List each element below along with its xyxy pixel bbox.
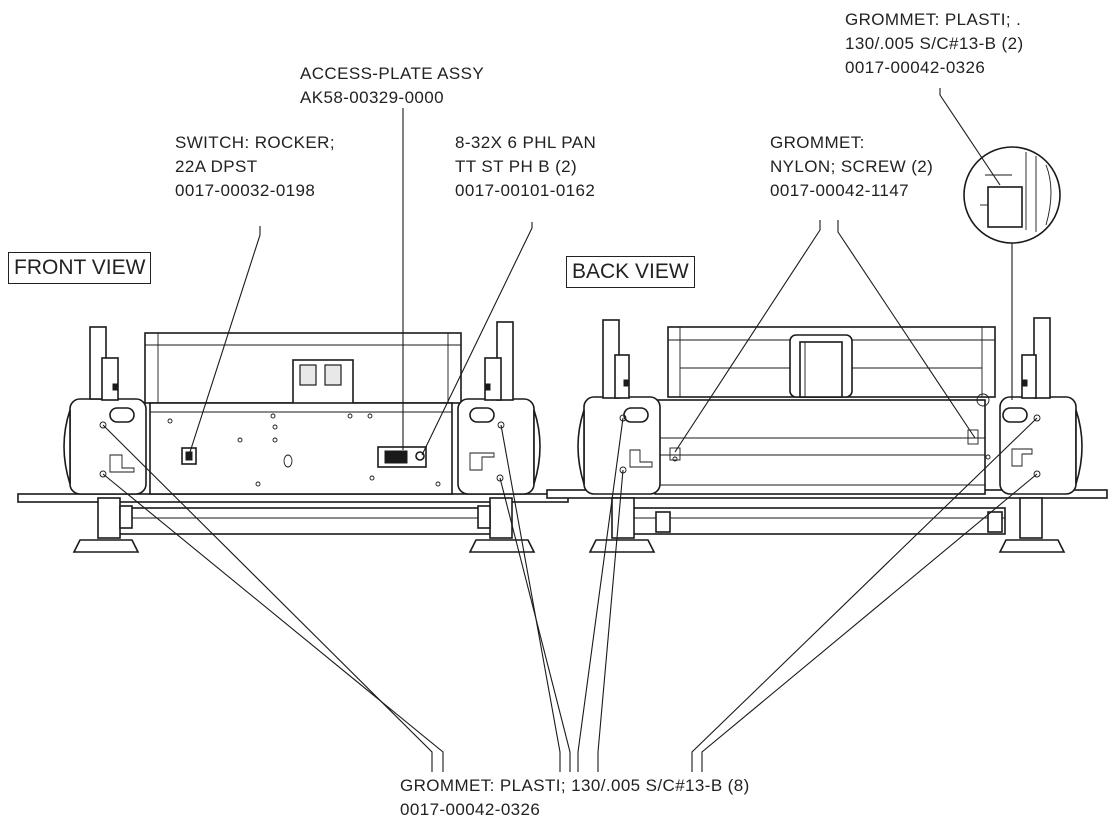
callout-line: ACCESS-PLATE ASSY [300,64,485,83]
callout-grommet-bottom: GROMMET: PLASTI; 130/.005 S/C#13-B (8) 0… [400,774,750,822]
callout-line: TT ST PH B (2) [455,157,578,176]
front-view-machine [17,321,569,553]
callout-line: 0017-00032-0198 [175,181,316,200]
callout-line: GROMMET: [770,133,865,152]
callout-line: GROMMET: PLASTI; . [845,10,1022,29]
callout-line: 8-32X 6 PHL PAN [455,133,597,152]
callout-line: 0017-00101-0162 [455,181,596,200]
callout-line: SWITCH: ROCKER; [175,133,335,152]
leader-lines [102,88,1038,772]
callout-grommet-nylon: GROMMET: NYLON; SCREW (2) 0017-00042-114… [770,131,933,203]
callout-access-plate: ACCESS-PLATE ASSY AK58-00329-0000 [300,62,484,110]
callout-line: 0017-00042-0326 [845,58,986,77]
callout-line: 0017-00042-1147 [770,181,909,200]
callout-line: 22A DPST [175,157,258,176]
back-view-machine [546,317,1108,553]
callout-switch: SWITCH: ROCKER; 22A DPST 0017-00032-0198 [175,131,335,203]
detail-magnifier [963,146,1061,244]
back-view-label: BACK VIEW [566,256,695,288]
callout-line: 0017-00042-0326 [400,800,541,819]
front-view-label: FRONT VIEW [8,252,152,284]
callout-line: AK58-00329-0000 [300,88,445,107]
callout-screw: 8-32X 6 PHL PAN TT ST PH B (2) 0017-0010… [455,131,596,203]
callout-line: GROMMET: PLASTI; 130/.005 S/C#13-B (8) [400,776,750,795]
callout-line: 130/.005 S/C#13-B (2) [845,34,1024,53]
callout-grommet-top: GROMMET: PLASTI; . 130/.005 S/C#13-B (2)… [845,8,1024,80]
callout-line: NYLON; SCREW (2) [770,157,934,176]
